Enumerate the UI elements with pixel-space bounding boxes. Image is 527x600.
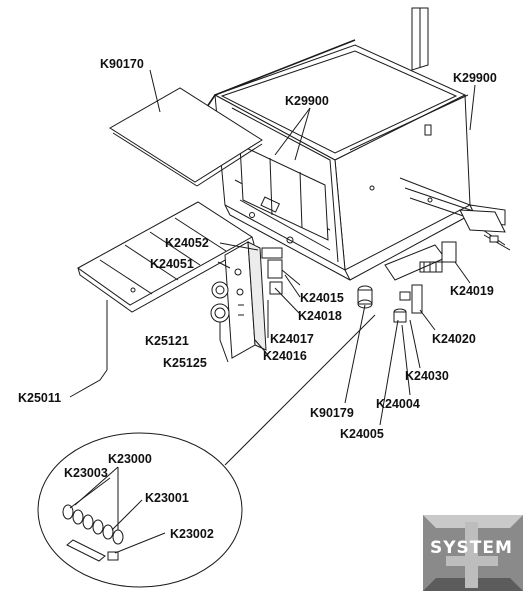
label-k90170: K90170 [100, 57, 144, 71]
label-k23003: K23003 [64, 466, 108, 480]
label-k23002: K23002 [170, 527, 214, 541]
label-k24020: K24020 [432, 332, 476, 346]
label-k24052: K24052 [165, 236, 209, 250]
label-k90179: K90179 [310, 406, 354, 420]
label-k25125: K25125 [163, 356, 207, 370]
label-k24018: K24018 [298, 309, 342, 323]
label-k29900-right: K29900 [453, 71, 497, 85]
label-k24019: K24019 [450, 284, 494, 298]
logo-text: SYSTEM [430, 538, 513, 558]
label-k29900-top: K29900 [285, 94, 329, 108]
hook-row [62, 504, 124, 545]
label-k24005: K24005 [340, 427, 384, 441]
system-logo: SYSTEM [423, 515, 523, 591]
label-k25011: K25011 [18, 391, 61, 405]
leader-lines [69, 69, 476, 426]
label-k24017: K24017 [270, 332, 314, 346]
label-k23001: K23001 [145, 491, 189, 505]
detail-inset [37, 314, 376, 588]
label-k24030: K24030 [405, 369, 449, 383]
label-k24015: K24015 [300, 291, 344, 305]
drawer-tray [77, 201, 255, 313]
top-panel-part [109, 87, 263, 187]
label-k24004: K24004 [376, 397, 420, 411]
small-components [357, 209, 506, 323]
label-k25121: K25121 [145, 334, 189, 348]
part-labels: K90170 K29900 K29900 K24052 K24051 K2401… [18, 57, 497, 541]
label-k23000: K23000 [108, 452, 152, 466]
label-k24016: K24016 [263, 349, 307, 363]
control-panel [210, 241, 301, 359]
label-k24051: K24051 [150, 257, 194, 271]
